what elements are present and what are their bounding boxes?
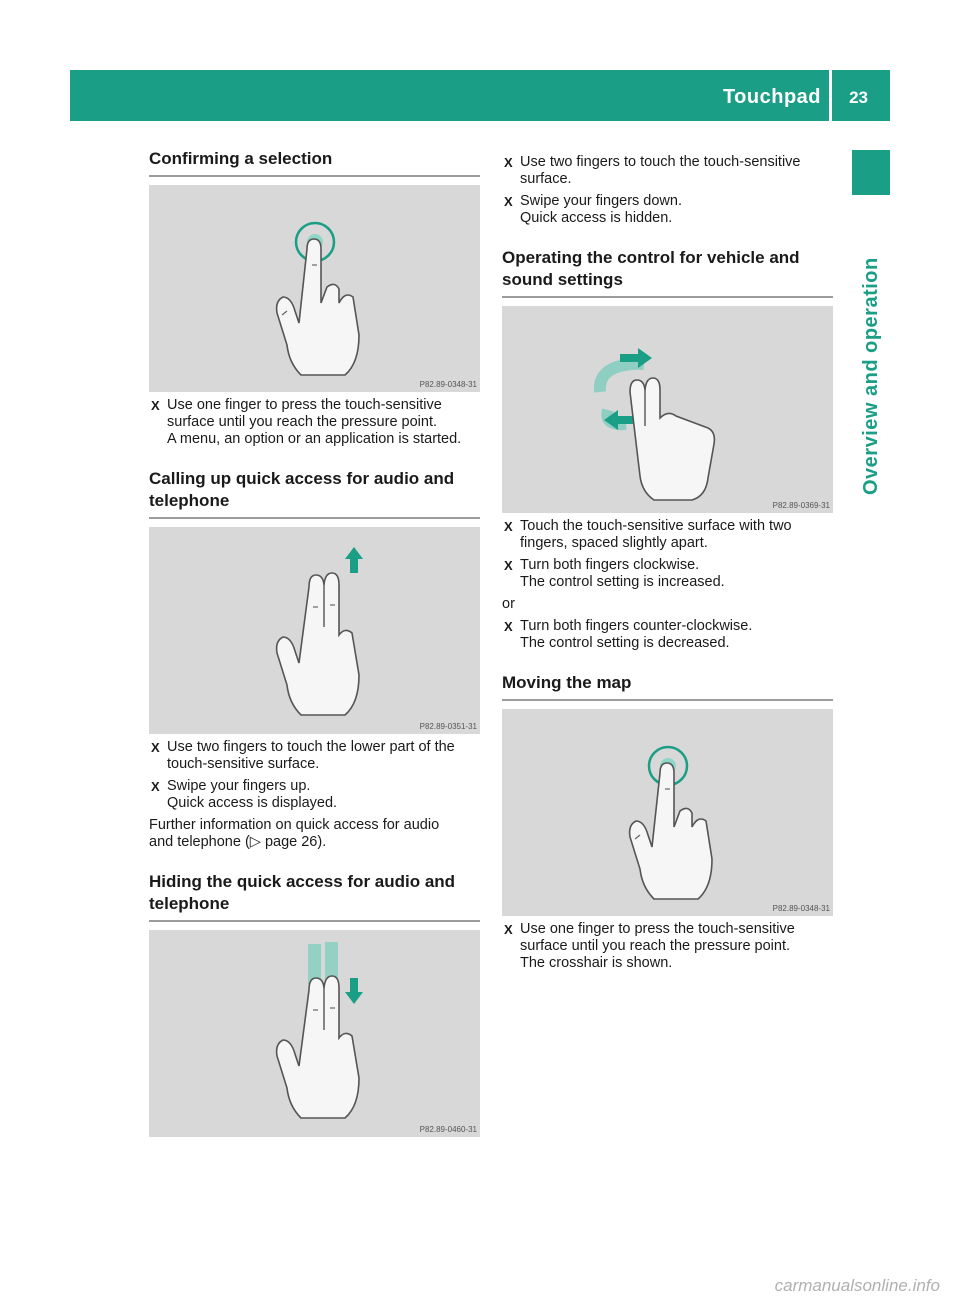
step: X Swipe your fingers up. Quick access is… — [149, 778, 480, 812]
step-marker: X — [504, 558, 513, 573]
header-bar: Touchpad 23 — [70, 70, 890, 121]
heading-moving-map: Moving the map — [502, 672, 833, 701]
figure-one-finger-press: P82.89-0348-31 — [149, 185, 480, 392]
heading-line: Operating the control for vehicle and — [502, 248, 800, 267]
step-line: Quick access is displayed. — [167, 795, 338, 811]
or-text: or — [502, 596, 515, 612]
hand-two-finger-down-icon — [275, 942, 363, 1119]
page-reference-link[interactable]: and telephone (▷ page 26). — [149, 834, 327, 850]
step-line: Use two fingers to touch the touch-sensi… — [520, 154, 801, 170]
further-information: Further information on quick access for … — [149, 817, 480, 851]
heading-line: telephone — [149, 894, 230, 913]
step-marker: X — [504, 155, 513, 170]
heading-calling-quick-access: Calling up quick access for audio and te… — [149, 468, 480, 519]
figure-code: P82.89-0369-31 — [772, 501, 830, 510]
step: X Use two fingers to touch the touch-sen… — [502, 154, 833, 188]
step-marker: X — [504, 519, 513, 534]
left-column: Confirming a selection P82.89-0348-31 X … — [149, 148, 480, 1137]
figure-code: P82.89-0351-31 — [419, 722, 477, 731]
step: X Turn both fingers clockwise. The contr… — [502, 557, 833, 591]
side-tab-block — [852, 150, 890, 195]
header-title: Touchpad — [722, 86, 821, 108]
figure-code: P82.89-0348-31 — [772, 904, 830, 913]
step-line: Turn both fingers clockwise. — [520, 557, 700, 573]
step-marker: X — [151, 398, 160, 413]
step-line: fingers, spaced slightly apart. — [520, 535, 708, 551]
figure-code: P82.89-0348-31 — [419, 380, 477, 389]
header-divider — [829, 70, 832, 121]
step-marker: X — [504, 194, 513, 209]
step-line: surface until you reach the pressure poi… — [167, 414, 438, 430]
hand-two-finger-up-icon — [275, 547, 363, 716]
step-line: Swipe your fingers down. — [520, 193, 682, 209]
step-marker: X — [151, 740, 160, 755]
figure-code: P82.89-0460-31 — [419, 1125, 477, 1134]
hand-one-finger-icon — [628, 745, 713, 900]
right-column: X Use two fingers to touch the touch-sen… — [502, 148, 833, 972]
step-marker: X — [151, 779, 160, 794]
figure-two-finger-rotate: P82.89-0369-31 — [502, 306, 833, 513]
page-number: 23 — [849, 88, 868, 107]
heading-operating-control: Operating the control for vehicle and so… — [502, 247, 833, 298]
step-line: Use one finger to press the touch-sensit… — [167, 397, 442, 413]
step-line: The control setting is increased. — [520, 574, 725, 590]
step-line: Use one finger to press the touch-sensit… — [520, 921, 795, 937]
step-line: Turn both fingers counter-clockwise. — [520, 618, 753, 634]
heading-hiding-quick-access: Hiding the quick access for audio and te… — [149, 871, 480, 922]
para-line: Further information on quick access for … — [149, 817, 440, 833]
step-marker: X — [504, 619, 513, 634]
step-line: The control setting is decreased. — [520, 635, 730, 651]
step-marker: X — [504, 922, 513, 937]
step-line: Touch the touch-sensitive surface with t… — [520, 518, 792, 534]
step-line: A menu, an option or an application is s… — [167, 431, 462, 447]
heading-line: Calling up quick access for audio and — [149, 469, 455, 488]
heading-confirming-selection: Confirming a selection — [149, 148, 480, 177]
step: X Use two fingers to touch the lower par… — [149, 739, 480, 773]
step-line: surface. — [520, 171, 572, 187]
step: X Use one finger to press the touch-sens… — [149, 397, 480, 448]
figure-two-finger-swipe-up: P82.89-0351-31 — [149, 527, 480, 734]
heading-line: telephone — [149, 491, 230, 510]
step: X Turn both fingers counter-clockwise. T… — [502, 618, 833, 652]
step-line: Quick access is hidden. — [520, 210, 673, 226]
figure-one-finger-map: P82.89-0348-31 — [502, 709, 833, 916]
step: X Touch the touch-sensitive surface with… — [502, 518, 833, 552]
step-line: Use two fingers to touch the lower part … — [167, 739, 455, 755]
watermark: carmanualsonline.info — [774, 1276, 940, 1295]
side-section-label: Overview and operation — [860, 257, 882, 495]
step-line: touch-sensitive surface. — [167, 756, 320, 772]
step-line: Swipe your fingers up. — [167, 778, 311, 794]
heading-line: sound settings — [502, 270, 623, 289]
step-line: The crosshair is shown. — [520, 955, 673, 971]
hand-rotate-gesture-icon — [593, 348, 716, 501]
step: X Swipe your fingers down. Quick access … — [502, 193, 833, 227]
step-line: surface until you reach the pressure poi… — [520, 938, 791, 954]
figure-two-finger-swipe-down: P82.89-0460-31 — [149, 930, 480, 1137]
hand-one-finger-icon — [275, 221, 360, 376]
heading-line: Hiding the quick access for audio and — [149, 872, 456, 891]
step: X Use one finger to press the touch-sens… — [502, 921, 833, 972]
